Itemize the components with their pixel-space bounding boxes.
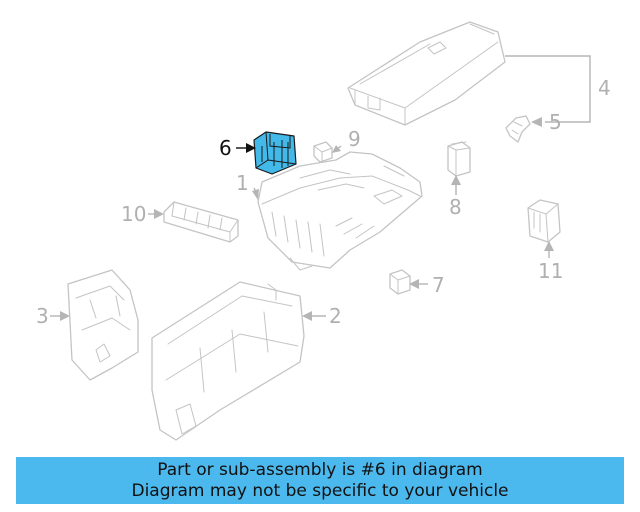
part-4-cover[interactable] bbox=[347, 21, 506, 126]
label-11: 11 bbox=[538, 259, 563, 283]
label-1: 1 bbox=[236, 171, 249, 195]
part-11-connector[interactable] bbox=[527, 199, 561, 243]
part-1-fuse-box[interactable] bbox=[257, 151, 423, 271]
label-10: 10 bbox=[121, 202, 146, 226]
part-5-clip[interactable] bbox=[505, 115, 531, 143]
part-10-relay-bar[interactable] bbox=[163, 201, 239, 243]
label-5: 5 bbox=[549, 110, 562, 134]
label-6: 6 bbox=[219, 136, 232, 160]
banner-line-1: Part or sub-assembly is #6 in diagram bbox=[157, 459, 483, 480]
banner-line-2: Diagram may not be specific to your vehi… bbox=[131, 480, 509, 501]
label-7: 7 bbox=[432, 273, 445, 297]
info-banner: Part or sub-assembly is #6 in diagram Di… bbox=[16, 457, 624, 504]
label-2: 2 bbox=[329, 304, 342, 328]
part-7-relay[interactable] bbox=[389, 269, 411, 295]
part-8-fuse[interactable] bbox=[447, 141, 471, 177]
label-3: 3 bbox=[36, 304, 49, 328]
label-9: 9 bbox=[348, 127, 361, 151]
leader-arrows bbox=[60, 117, 554, 321]
part-3-bracket[interactable] bbox=[67, 269, 139, 381]
part-9-relay[interactable] bbox=[313, 141, 333, 163]
label-8: 8 bbox=[449, 195, 462, 219]
parts-diagram: 1 2 3 4 5 6 7 8 9 10 11 bbox=[36, 21, 611, 441]
part-2-lower-housing[interactable] bbox=[151, 281, 305, 441]
label-4: 4 bbox=[598, 76, 611, 100]
part-6-highlighted-relay[interactable] bbox=[253, 131, 297, 175]
